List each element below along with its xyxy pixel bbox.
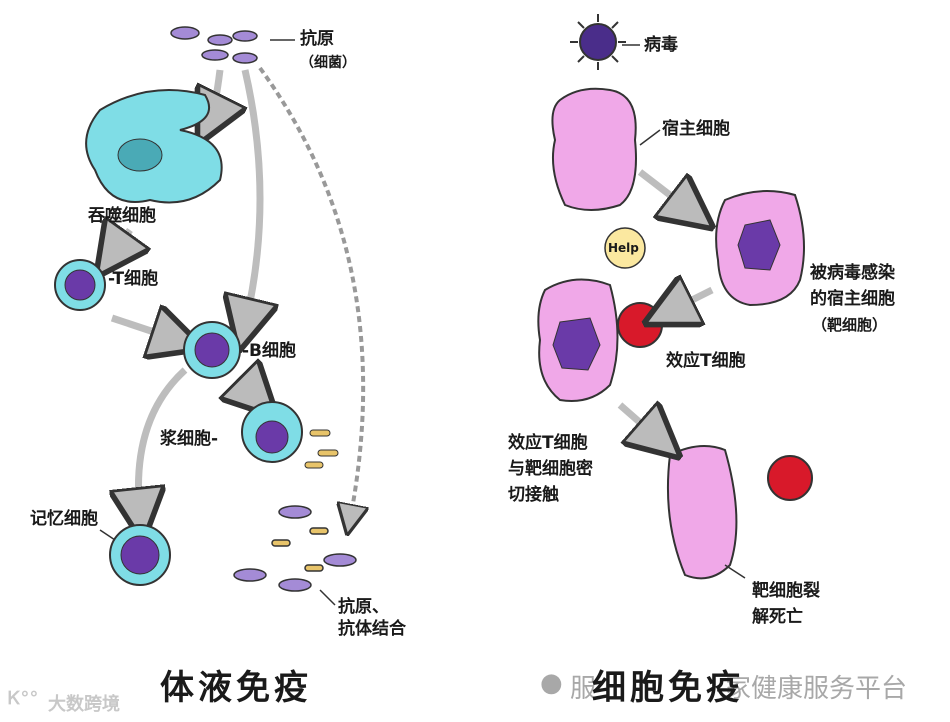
label-infected-2: 的宿主细胞 xyxy=(810,289,895,309)
left-title: 体液免疫 xyxy=(160,668,312,708)
antibodies xyxy=(304,429,339,469)
arrows-left xyxy=(112,66,363,520)
label-phagocyte: 吞噬细胞 xyxy=(88,206,156,226)
watermark-wechat-icon: ● xyxy=(540,668,563,698)
label-plasma-cell: 浆细胞- xyxy=(160,429,219,449)
label-infected-1: 被病毒感染 xyxy=(810,263,895,283)
lysed-target-cell xyxy=(666,445,738,580)
watermark-part2: 家健康服务平台 xyxy=(725,674,908,704)
host-cell xyxy=(551,87,637,211)
right-title: 细胞免疫 xyxy=(592,668,744,708)
label-contact-1: 效应T细胞 xyxy=(508,433,588,453)
label-contact-3: 切接触 xyxy=(508,485,559,505)
label-contact-2: 与靶细胞密 xyxy=(508,459,593,479)
label-lysis-1: 靶细胞裂 xyxy=(752,581,820,601)
arrows-right xyxy=(617,169,712,440)
help-bubble xyxy=(604,227,646,269)
label-antigen: 抗原 xyxy=(300,29,334,49)
label-infected-3: （靶细胞） xyxy=(812,316,888,334)
label-antigen-antibody-2: 抗体结合 xyxy=(338,619,406,639)
watermark-logo-icon: Ꮶ°° xyxy=(8,688,39,709)
label-virus: 病毒 xyxy=(644,35,678,55)
label-effector-t: 效应T细胞 xyxy=(666,351,746,371)
virus xyxy=(570,14,626,70)
label-antigen-note: （细菌） xyxy=(300,55,356,71)
label-lysis-2: 解死亡 xyxy=(752,607,803,627)
label-help: Help xyxy=(608,241,639,255)
label-b-cell: -B细胞 xyxy=(242,341,297,361)
label-t-cell: -T细胞 xyxy=(108,269,159,289)
effector-t-cell-2 xyxy=(767,455,813,501)
label-host-cell: 宿主细胞 xyxy=(662,119,730,139)
watermark-part1: 服 xyxy=(570,674,597,704)
label-memory-cell: 记忆细胞 xyxy=(30,509,98,529)
bacteria-antigen xyxy=(170,26,258,64)
antigen-antibody-complex xyxy=(233,505,357,592)
label-antigen-antibody-1: 抗原、 xyxy=(338,597,389,617)
effector-t-cell xyxy=(617,302,663,348)
watermark-bottom-left: 大数跨境 xyxy=(48,694,120,715)
